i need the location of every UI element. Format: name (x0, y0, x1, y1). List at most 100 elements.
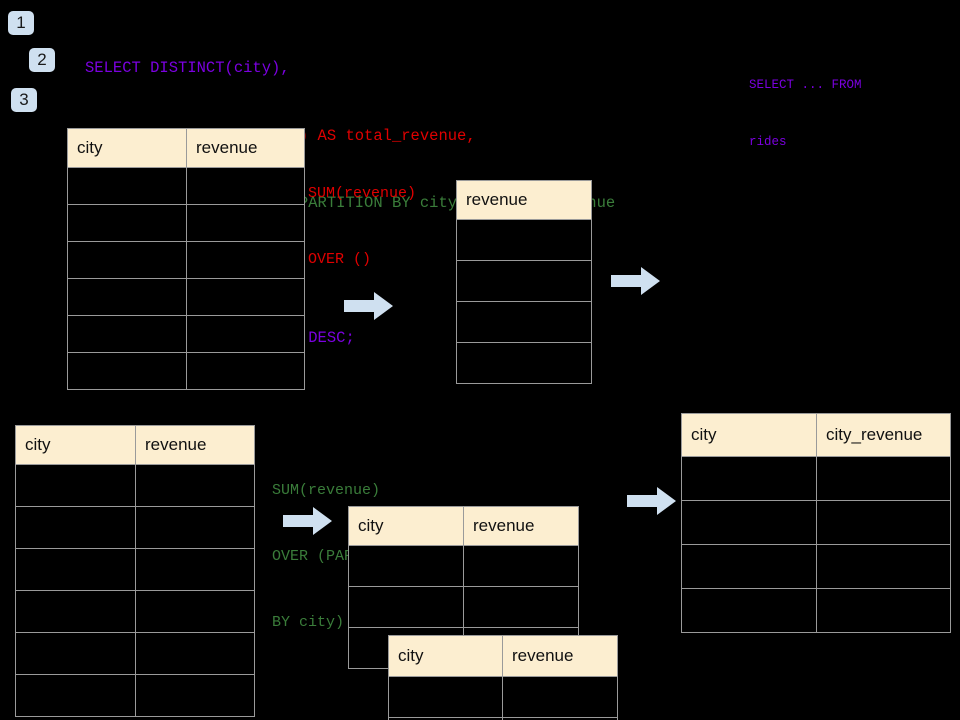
table-cell (388, 676, 503, 718)
column-header-revenue: revenue (186, 128, 305, 168)
table-header-row: city revenue (348, 506, 579, 546)
table-cell (67, 278, 187, 316)
table-cell (456, 260, 592, 302)
table-cell (67, 167, 187, 205)
annotation-city-revenue-line-1: SUM(revenue) (272, 482, 381, 499)
table-cell (681, 456, 817, 501)
column-header-revenue: revenue (463, 506, 579, 546)
result-table: city city_revenue (681, 413, 951, 633)
column-header-revenue: revenue (456, 180, 592, 220)
table-header-row: city revenue (67, 128, 305, 168)
table-row (348, 545, 579, 587)
side-note-line-2: rides (749, 135, 787, 149)
table-row (681, 456, 951, 501)
table-cell (15, 632, 136, 675)
table-cell (816, 456, 951, 501)
annotation-city-revenue-line-3: BY city) (272, 614, 345, 631)
table-cell (456, 219, 592, 261)
column-header-revenue: revenue (502, 635, 618, 677)
arrow-rides-to-total-revenue (344, 290, 394, 327)
table-row (67, 352, 305, 390)
step-badge-1: 1 (8, 11, 34, 35)
table-row (67, 241, 305, 279)
arrow-rides-to-partition (283, 505, 333, 542)
sql-line-select: SELECT DISTINCT(city), (85, 59, 290, 77)
table-header-row: city revenue (388, 635, 618, 677)
table-row (67, 204, 305, 242)
table-cell (186, 241, 305, 279)
table-cell (15, 674, 136, 717)
table-cell (816, 588, 951, 633)
table-row (348, 586, 579, 628)
step-badge-2: 2 (29, 48, 55, 72)
table-row (456, 219, 592, 261)
table-cell (135, 506, 255, 549)
annotation-total-revenue: SUM(revenue) OVER () (308, 139, 416, 315)
table-cell (135, 548, 255, 591)
annotation-total-revenue-line-1: SUM(revenue) (308, 185, 417, 202)
table-row (15, 674, 255, 717)
table-cell (681, 500, 817, 545)
side-note-select-from: SELECT ... FROM rides (749, 38, 862, 190)
table-cell (15, 464, 136, 507)
table-cell (67, 204, 187, 242)
side-note-line-1: SELECT ... FROM (749, 78, 862, 92)
table-cell (186, 352, 305, 390)
table-cell (67, 241, 187, 279)
column-header-city: city (348, 506, 464, 546)
table-row (456, 342, 592, 384)
table-cell (186, 204, 305, 242)
table-row (15, 590, 255, 633)
table-row (388, 717, 618, 720)
table-cell (348, 545, 464, 587)
table-row (456, 301, 592, 343)
table-cell (186, 315, 305, 353)
table-header-row: city revenue (15, 425, 255, 465)
table-cell (816, 544, 951, 589)
table-cell (67, 315, 187, 353)
column-header-city: city (388, 635, 503, 677)
table-cell (348, 586, 464, 628)
table-row (15, 464, 255, 507)
table-cell (67, 352, 187, 390)
table-row (681, 544, 951, 589)
table-row (681, 588, 951, 633)
table-header-row: city city_revenue (681, 413, 951, 457)
table-cell (15, 548, 136, 591)
arrow-partition-to-result (627, 485, 677, 522)
column-header-city: city (67, 128, 187, 168)
table-row (15, 548, 255, 591)
table-cell (681, 588, 817, 633)
table-cell (15, 506, 136, 549)
column-header-city-revenue: city_revenue (816, 413, 951, 457)
rides-source-table-bottom: city revenue (15, 425, 255, 717)
table-cell (186, 278, 305, 316)
table-row (456, 260, 592, 302)
table-row (15, 632, 255, 675)
arrow-total-revenue-to-result (611, 265, 661, 302)
table-cell (135, 590, 255, 633)
rides-source-table-top: city revenue (67, 128, 305, 390)
table-row (67, 315, 305, 353)
table-cell (456, 301, 592, 343)
table-row (388, 676, 618, 718)
table-row (67, 278, 305, 316)
column-header-city: city (681, 413, 817, 457)
table-cell (681, 544, 817, 589)
table-cell (502, 717, 618, 720)
table-cell (463, 586, 579, 628)
annotation-total-revenue-line-2: OVER () (308, 251, 372, 268)
step-badge-3: 3 (11, 88, 37, 112)
table-cell (463, 545, 579, 587)
table-cell (816, 500, 951, 545)
table-cell (15, 590, 136, 633)
table-cell (502, 676, 618, 718)
table-row (67, 167, 305, 205)
table-cell (135, 464, 255, 507)
column-header-revenue: revenue (135, 425, 255, 465)
total-revenue-table: revenue (456, 180, 592, 384)
table-header-row: revenue (456, 180, 592, 220)
table-cell (186, 167, 305, 205)
column-header-city: city (15, 425, 136, 465)
